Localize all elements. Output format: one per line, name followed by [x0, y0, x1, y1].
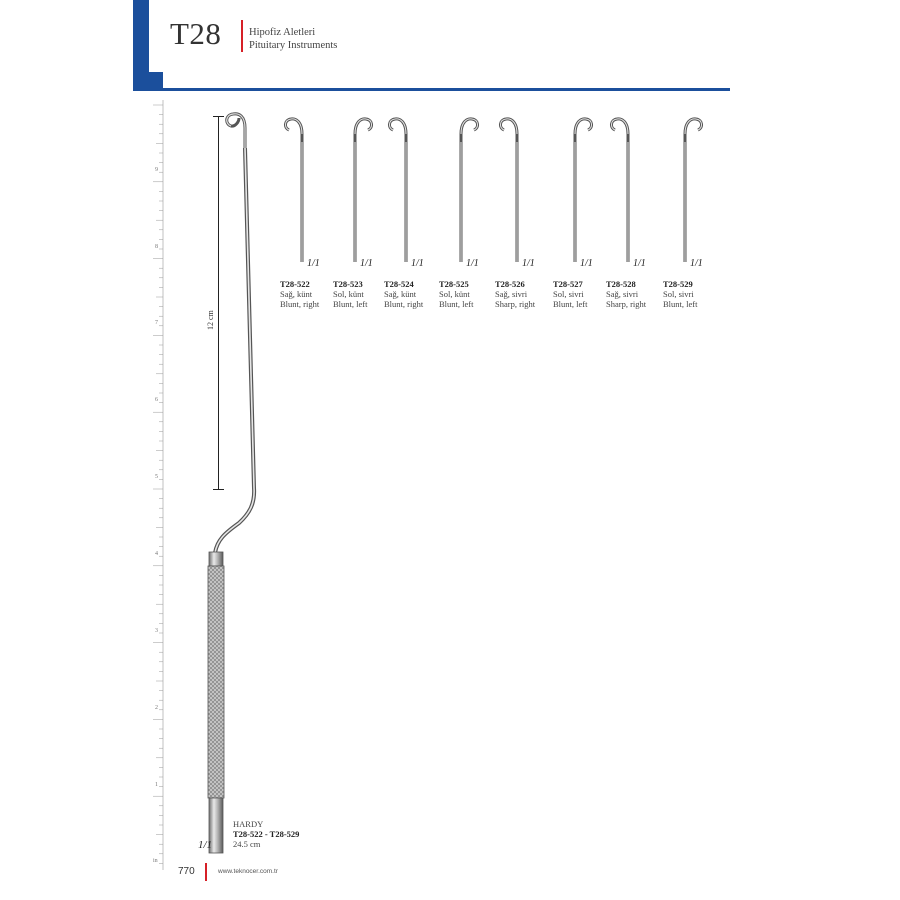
variant-svg	[388, 117, 408, 262]
variant-code: T28-524	[384, 279, 414, 289]
variant-desc-tr: Sağ, sivri	[495, 289, 528, 299]
ruler-label-1: 1	[155, 782, 158, 788]
variant-desc-en: Sharp, right	[606, 299, 647, 309]
variant-code: T28-529	[663, 279, 693, 289]
variant-svg	[459, 117, 479, 262]
variant-desc-en: Blunt, left	[663, 299, 698, 309]
variant-svg	[683, 117, 703, 262]
variant-scale-mark: 1/1	[307, 258, 320, 269]
variant-scale-mark: 1/1	[690, 258, 703, 269]
variant-scale-mark: 1/1	[633, 258, 646, 269]
variant-code: T28-525	[439, 279, 469, 289]
variant-scale-mark: 1/1	[411, 258, 424, 269]
variant-code: T28-527	[553, 279, 583, 289]
header-corner	[133, 72, 163, 91]
page-number: 770	[178, 866, 195, 877]
catalog-code: T28	[170, 16, 222, 51]
header-separator	[241, 20, 243, 52]
variant-drawing-t28-523: 1/1	[333, 112, 373, 272]
variant-svg	[284, 117, 304, 262]
dimension-cap-top	[213, 116, 224, 117]
variant-desc-en: Blunt, right	[384, 299, 424, 309]
variant-svg	[353, 117, 373, 262]
header-side-bar	[133, 0, 149, 90]
title-english: Pituitary Instruments	[249, 40, 338, 51]
ruler-label-3: 3	[155, 628, 158, 634]
variant-drawing-t28-529: 1/1	[663, 112, 703, 272]
variant-desc-en: Blunt, right	[280, 299, 320, 309]
dimension-line	[218, 116, 219, 490]
variant-desc-en: Blunt, left	[439, 299, 474, 309]
variant-scale-mark: 1/1	[466, 258, 479, 269]
variant-desc-tr: Sol, sivri	[663, 289, 694, 299]
variant-drawing-t28-527: 1/1	[553, 112, 593, 272]
variant-code: T28-528	[606, 279, 636, 289]
dimension-cap-bottom	[213, 489, 224, 490]
ruler-label-7: 7	[155, 320, 158, 326]
variant-code: T28-522	[280, 279, 310, 289]
ruler-label-9: 9	[155, 167, 158, 173]
inch-ruler: 9 8 7 6 5 4 3 2 1 in	[135, 100, 167, 870]
variant-svg	[573, 117, 593, 262]
variant-drawing-t28-522: 1/1	[280, 112, 320, 272]
variant-scale-mark: 1/1	[522, 258, 535, 269]
variant-desc-en: Blunt, left	[333, 299, 368, 309]
variant-scale-mark: 1/1	[580, 258, 593, 269]
ruler-unit: in	[153, 858, 158, 864]
header-rule	[133, 88, 730, 91]
variant-drawing-t28-528: 1/1	[606, 112, 646, 272]
variant-drawing-t28-525: 1/1	[439, 112, 479, 272]
variant-svg	[610, 117, 630, 262]
variant-svg	[499, 117, 519, 262]
instrument-svg	[207, 112, 257, 854]
hardy-instrument-drawing	[195, 108, 265, 858]
ruler-label-6: 6	[155, 397, 158, 403]
title-turkish: Hipofiz Aletleri	[249, 27, 316, 38]
variant-desc-tr: Sol, sivri	[553, 289, 584, 299]
product-name: HARDY	[233, 819, 264, 829]
ruler-label-8: 8	[155, 244, 158, 250]
variant-desc-tr: Sağ, künt	[280, 289, 313, 299]
product-length: 24.5 cm	[233, 839, 261, 849]
ruler-ticks	[153, 100, 164, 870]
variant-desc-en: Blunt, left	[553, 299, 588, 309]
product-range: T28-522 - T28-529	[233, 829, 300, 839]
variant-drawing-t28-526: 1/1	[495, 112, 535, 272]
main-scale-mark: 1/1	[198, 839, 213, 851]
footer-separator	[205, 863, 207, 881]
variant-desc-tr: Sol, künt	[439, 289, 470, 299]
variant-drawing-t28-524: 1/1	[384, 112, 424, 272]
variant-desc-tr: Sol, künt	[333, 289, 364, 299]
variant-code: T28-526	[495, 279, 525, 289]
variant-desc-tr: Sağ, sivri	[606, 289, 639, 299]
ruler-label-2: 2	[155, 705, 158, 711]
ruler-label-5: 5	[155, 474, 158, 480]
variant-code: T28-523	[333, 279, 363, 289]
variant-desc-tr: Sağ, künt	[384, 289, 417, 299]
product-info: HARDY T28-522 - T28-529 24.5 cm	[233, 819, 299, 849]
variant-scale-mark: 1/1	[360, 258, 373, 269]
ruler-label-4: 4	[155, 551, 158, 557]
variant-desc-en: Sharp, right	[495, 299, 536, 309]
website-link[interactable]: www.teknocer.com.tr	[218, 868, 278, 875]
